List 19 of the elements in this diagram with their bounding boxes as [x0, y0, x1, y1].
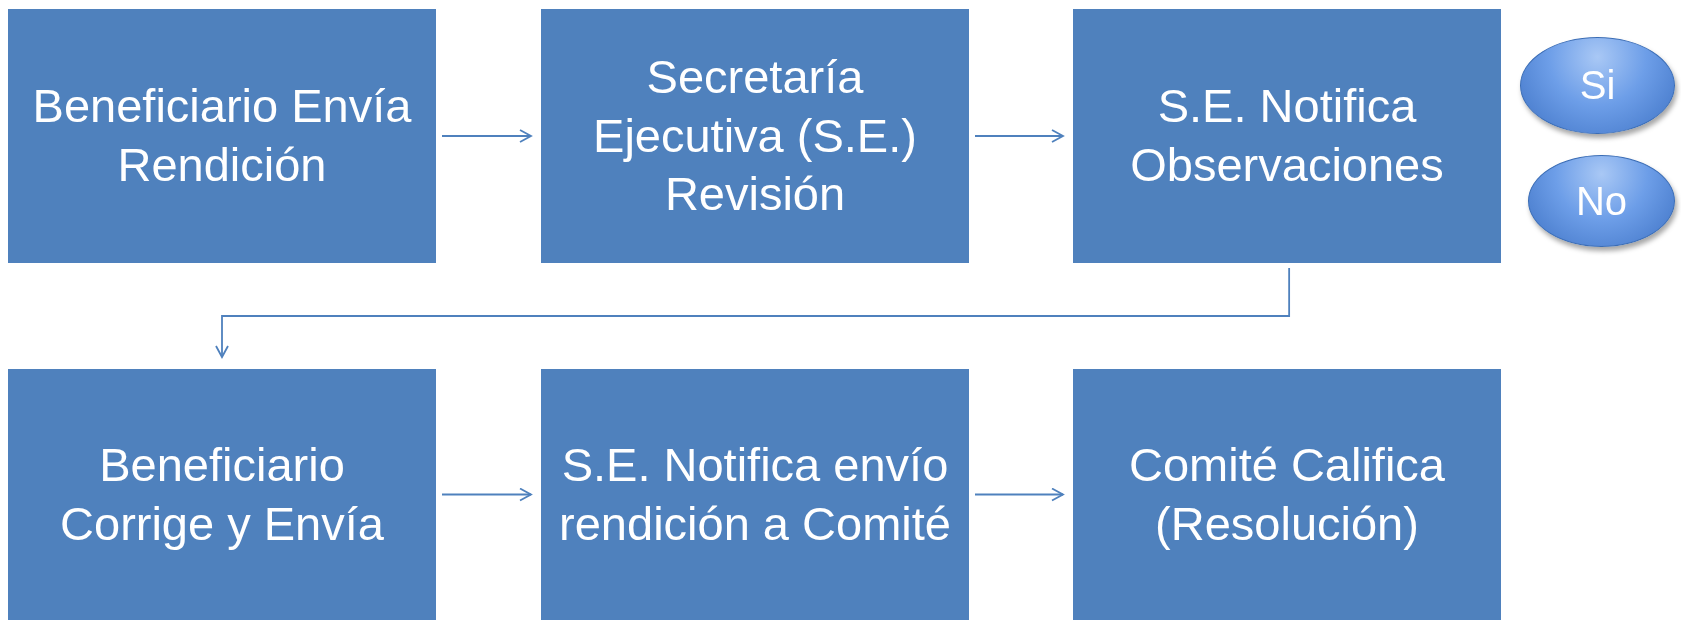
process-box — [8, 369, 436, 620]
process-box — [541, 369, 969, 620]
process-box — [8, 9, 436, 263]
arrow — [215, 267, 1291, 358]
arrow — [441, 487, 532, 502]
node-text: S.E. Notifica Observaciones — [1129, 78, 1445, 193]
process-box — [541, 9, 969, 263]
process-box — [1073, 369, 1501, 620]
node-text: No — [1575, 178, 1628, 224]
node-text: Beneficiario Corrige y Envía — [59, 436, 385, 552]
node-text: S.E. Notifica envío rendición a Comité — [558, 436, 952, 552]
node-text: Comité Califica (Resolución) — [1127, 436, 1446, 552]
arrow — [974, 129, 1064, 143]
process-box — [1073, 9, 1501, 263]
node-text: Beneficiario Envía Rendición — [31, 78, 413, 193]
arrow — [441, 129, 532, 143]
arrow — [974, 487, 1064, 502]
node-text: Si — [1579, 63, 1616, 108]
node-text: Secretaría Ejecutiva (S.E.) Revisión — [592, 48, 918, 223]
